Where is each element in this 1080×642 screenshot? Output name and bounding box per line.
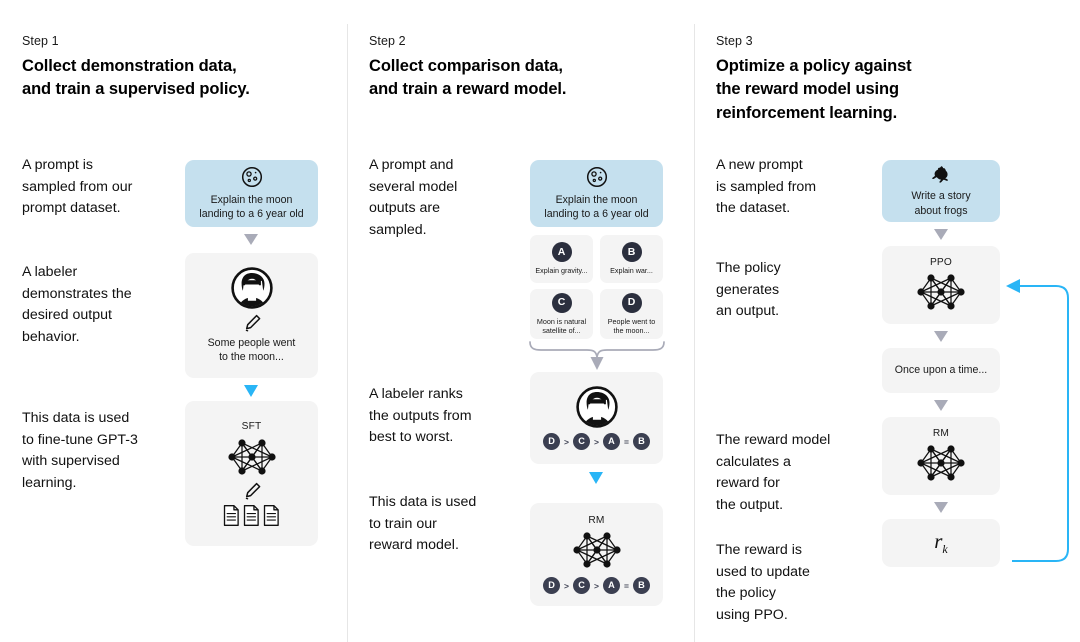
arrow-down-icon [244, 234, 258, 245]
step-2-output-card-c[interactable]: C Moon is natural satellite of... [530, 289, 593, 339]
rank-op-2: > [594, 436, 599, 447]
step-3-output-text: Once upon a time... [894, 364, 988, 377]
column-divider-2 [694, 24, 695, 642]
letter-badge-d: D [621, 292, 642, 313]
labeler-avatar-icon [231, 267, 273, 309]
step-3-caption-1: A new prompt is sampled from the dataset… [716, 157, 817, 217]
column-divider-1 [347, 24, 348, 642]
step-3-policy-box[interactable]: PPO [882, 246, 1000, 324]
step-3-label: Step 3 [716, 34, 753, 48]
letter-badge-c: C [551, 292, 572, 313]
step-3-column: Step 3 Optimize a policy against the rew… [694, 0, 1069, 642]
step-3-caption-2: The policy generates an output. [716, 260, 781, 320]
step-3-reward-box[interactable]: rk [882, 519, 1000, 567]
reward-symbol: rk [934, 528, 948, 557]
rank-badge-3: A [602, 433, 620, 450]
rm-rank-badge-4: B [632, 577, 650, 594]
step-3-title: Optimize a policy against the reward mod… [716, 57, 912, 122]
step-1-prompt-text: Explain the moon landing to a 6 year old [199, 193, 304, 220]
rank-op-1: > [564, 436, 570, 447]
step-2-output-card-a[interactable]: A Explain gravity... [530, 235, 593, 283]
step-2-caption-2: A labeler ranks the outputs from best to… [369, 386, 472, 446]
step-2-rm-ranking-row: D > C > A = B [543, 577, 650, 594]
step-3-prompt-text: Write a story about frogs [911, 190, 971, 217]
step-1-caption-2: A labeler demonstrates the desired outpu… [22, 264, 132, 345]
step-1-prompt-box[interactable]: Explain the moon landing to a 6 year old [185, 160, 318, 227]
arrow-down-icon [934, 400, 948, 411]
brace-arrow-icon [529, 341, 665, 370]
arrow-down-blue-icon [244, 385, 258, 397]
rank-badge-1: D [543, 433, 561, 450]
step-3-output-box[interactable]: Once upon a time... [882, 348, 1000, 393]
step-1-title: Collect demonstration data, and train a … [22, 57, 250, 99]
step-1-labeler-box[interactable]: Some people went to the moon... [185, 253, 318, 378]
step-1-column: Step 1 Collect demonstration data, and t… [0, 0, 347, 642]
neural-network-icon [917, 444, 965, 481]
arrow-down-blue-icon [589, 472, 603, 484]
step-3-rm-title: RM [932, 427, 950, 439]
step-2-ranking-box[interactable]: D > C > A = B [530, 372, 663, 464]
step-2-caption-3: This data is used to train our reward mo… [369, 494, 477, 554]
labeler-avatar-icon [576, 386, 618, 428]
step-1-labeler-text: Some people went to the moon... [207, 336, 296, 363]
step-2-column: Step 2 Collect comparison data, and trai… [347, 0, 694, 642]
step-1-label: Step 1 [22, 34, 59, 48]
feedback-loop-arrow [1006, 279, 1069, 562]
letter-badge-a: A [551, 242, 572, 263]
pencil-icon [245, 482, 260, 500]
rm-rank-badge-2: C [573, 577, 591, 594]
rank-badge-2: C [573, 433, 591, 450]
rm-rank-op-3: = [623, 580, 629, 591]
step-1-caption-1: A prompt is sampled from our prompt data… [22, 157, 133, 217]
moon-icon [586, 166, 607, 187]
rm-rank-op-2: > [594, 580, 599, 591]
step-2-reward-model-box[interactable]: RM D > C > A = B [530, 503, 663, 606]
step-2-label: Step 2 [369, 34, 406, 48]
step-2-title: Collect comparison data, and train a rew… [369, 57, 567, 99]
arrow-down-icon [934, 331, 948, 342]
step-3-reward-model-box[interactable]: RM [882, 417, 1000, 495]
arrow-down-icon [934, 502, 948, 513]
step-3-prompt-box[interactable]: Write a story about frogs [882, 160, 1000, 222]
step-2-output-card-d[interactable]: D People went to the moon... [600, 289, 663, 339]
neural-network-icon [572, 531, 621, 569]
step-2-output-text-c: Moon is natural satellite of... [536, 316, 587, 335]
step-3-ppo-title: PPO [929, 256, 953, 268]
rm-rank-badge-3: A [602, 577, 620, 594]
rm-rank-badge-1: D [543, 577, 561, 594]
neural-network-icon [917, 273, 965, 310]
arrow-down-icon [934, 229, 948, 240]
step-2-ranking-row: D > C > A = B [543, 433, 650, 450]
step-1-caption-3: This data is used to fine-tune GPT-3 wit… [22, 410, 138, 491]
step-3-caption-4: The reward is used to update the policy … [716, 542, 810, 623]
pencil-icon [245, 314, 260, 332]
step-2-output-text-b: Explain war... [610, 266, 653, 276]
frog-icon [931, 166, 948, 183]
step-1-sft-title: SFT [241, 420, 262, 432]
step-2-output-text-a: Explain gravity... [535, 266, 588, 276]
step-2-output-card-b[interactable]: B Explain war... [600, 235, 663, 283]
step-1-sft-box[interactable]: SFT [185, 401, 318, 546]
rm-rank-op-1: > [564, 580, 570, 591]
step-3-caption-3: The reward model calculates a reward for… [716, 432, 831, 513]
step-2-caption-1: A prompt and several model outputs are s… [369, 157, 458, 238]
neural-network-icon [227, 438, 276, 475]
rank-badge-4: B [632, 433, 650, 450]
letter-badge-b: B [621, 242, 642, 263]
step-2-output-text-d: People went to the moon... [607, 316, 656, 335]
documents-icon [223, 504, 280, 527]
rank-op-3: = [623, 436, 629, 447]
step-2-prompt-text: Explain the moon landing to a 6 year old [544, 193, 649, 220]
moon-icon [241, 166, 262, 187]
step-2-prompt-box[interactable]: Explain the moon landing to a 6 year old [530, 160, 663, 227]
step-2-rm-title: RM [588, 515, 605, 526]
